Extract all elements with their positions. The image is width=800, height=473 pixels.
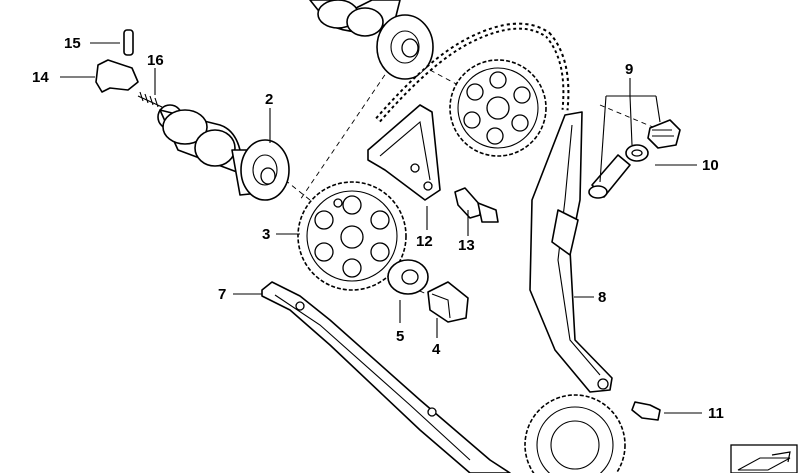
catalog-badge-icon [730,444,798,473]
callout-9: 9 [625,61,633,78]
callout-labels: 15 14 16 2 3 7 5 4 12 13 8 9 10 11 [32,35,724,422]
callout-16: 16 [147,52,164,69]
callout-8: 8 [598,289,606,306]
guide-bolt [454,187,499,223]
callout-15: 15 [64,35,81,52]
guide-rail [261,281,511,473]
sprocket-bolt [427,281,469,323]
callout-10: 10 [702,157,719,174]
chain-tensioner [588,119,681,199]
callout-4: 4 [432,341,441,358]
callout-13: 13 [458,237,475,254]
rocker-pin [123,29,134,56]
callout-2: 2 [265,91,273,108]
callout-12: 12 [416,233,433,250]
washer [387,259,429,295]
chain-guide-block [367,104,441,201]
callout-5: 5 [396,328,404,345]
callout-7: 7 [218,286,226,303]
callout-3: 3 [262,226,270,243]
timing-chain [375,22,570,123]
intake-camshaft [157,104,290,201]
rail-pin [631,401,661,421]
spring [137,91,163,108]
leader-lines [60,42,702,414]
tensioning-rail [529,111,613,393]
camshaft-sprocket [297,181,407,291]
assembly-axes [284,59,661,301]
callout-14: 14 [32,69,49,86]
callout-11: 11 [708,405,724,422]
exhaust-camshaft [309,0,434,80]
rocker-arm [95,59,139,93]
crankshaft-sprocket [524,394,626,473]
upper-camshaft-sprocket [449,59,547,157]
